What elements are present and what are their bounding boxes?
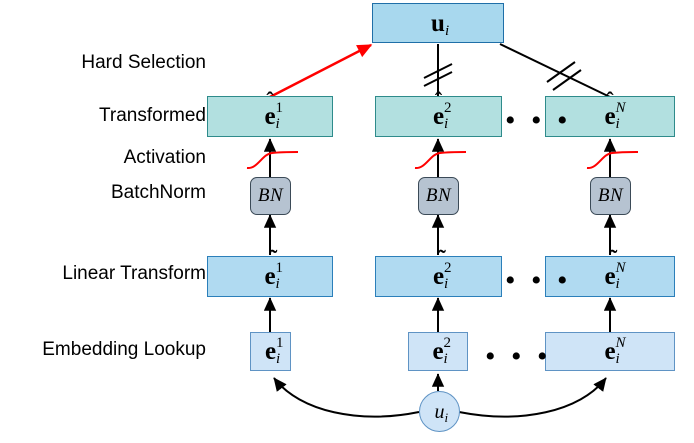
node-embedding-2[interactable]: e 2 i: [408, 332, 468, 371]
hat-accent-icon: ̂: [264, 89, 275, 111]
row-label-batchnorm: BatchNorm: [110, 182, 206, 203]
node-linear-n-label: ̃ e N i: [604, 261, 625, 292]
tilde-accent-icon: ̃: [264, 247, 275, 269]
activation-curve-3: [586, 151, 639, 169]
node-transformed-1-label: ̂ e 1 i: [264, 101, 283, 132]
row-label-hard-selection: Hard Selection: [81, 52, 206, 73]
node-transformed-2[interactable]: ̂ e 2 i: [375, 96, 502, 137]
node-linear-2-label: ̃ e 2 i: [433, 261, 452, 292]
ellipsis-linear: • • •: [505, 264, 572, 297]
node-transformed-n-label: ̂ e N i: [604, 101, 625, 132]
tilde-accent-icon: ̃: [604, 247, 615, 269]
hat-accent-icon: ̂: [433, 89, 444, 111]
node-linear-2[interactable]: ̃ e 2 i: [375, 256, 502, 297]
hard-selection-arrow: [267, 43, 373, 100]
node-input-u[interactable]: u i: [419, 391, 460, 432]
node-linear-1[interactable]: ̃ e 1 i: [207, 256, 333, 297]
ellipsis-embedding: • • •: [485, 340, 552, 373]
node-batchnorm-n[interactable]: BN: [590, 177, 631, 215]
node-transformed-2-label: ̂ e 2 i: [433, 101, 452, 132]
activation-curve-1: [246, 151, 299, 169]
node-embedding-n-label: e N i: [604, 335, 626, 367]
row-label-linear-transform: Linear Transform: [62, 263, 206, 284]
node-input-u-label: u i: [434, 400, 449, 425]
node-embedding-2-label: e 2 i: [432, 335, 452, 367]
node-output-u[interactable]: u i: [372, 3, 504, 43]
activation-curve-2: [414, 151, 467, 169]
node-output-label: u i: [431, 9, 450, 39]
row-label-activation: Activation: [123, 147, 206, 168]
node-batchnorm-1[interactable]: BN: [250, 177, 291, 215]
node-embedding-1[interactable]: e 1 i: [250, 332, 291, 371]
row-label-transformed: Transformed: [99, 105, 206, 126]
node-batchnorm-1-label: BN: [257, 185, 284, 206]
hat-accent-icon: ̂: [604, 89, 615, 111]
node-linear-1-label: ̃ e 1 i: [264, 261, 283, 292]
node-transformed-1[interactable]: ̂ e 1 i: [207, 96, 333, 137]
node-embedding-1-label: e 1 i: [264, 335, 284, 367]
tilde-accent-icon: ̃: [433, 247, 444, 269]
input-to-embedding-1-edge: [273, 377, 420, 418]
input-to-embedding-n-edge: [458, 377, 607, 418]
node-batchnorm-2-label: BN: [425, 185, 452, 206]
node-transformed-n[interactable]: ̂ e N i: [545, 96, 675, 137]
node-batchnorm-n-label: BN: [597, 185, 624, 206]
ellipsis-transformed: • • •: [505, 104, 572, 137]
node-linear-n[interactable]: ̃ e N i: [545, 256, 675, 297]
node-embedding-n[interactable]: e N i: [545, 332, 675, 371]
node-batchnorm-2[interactable]: BN: [418, 177, 459, 215]
row-label-embedding-lookup: Embedding Lookup: [42, 339, 206, 360]
